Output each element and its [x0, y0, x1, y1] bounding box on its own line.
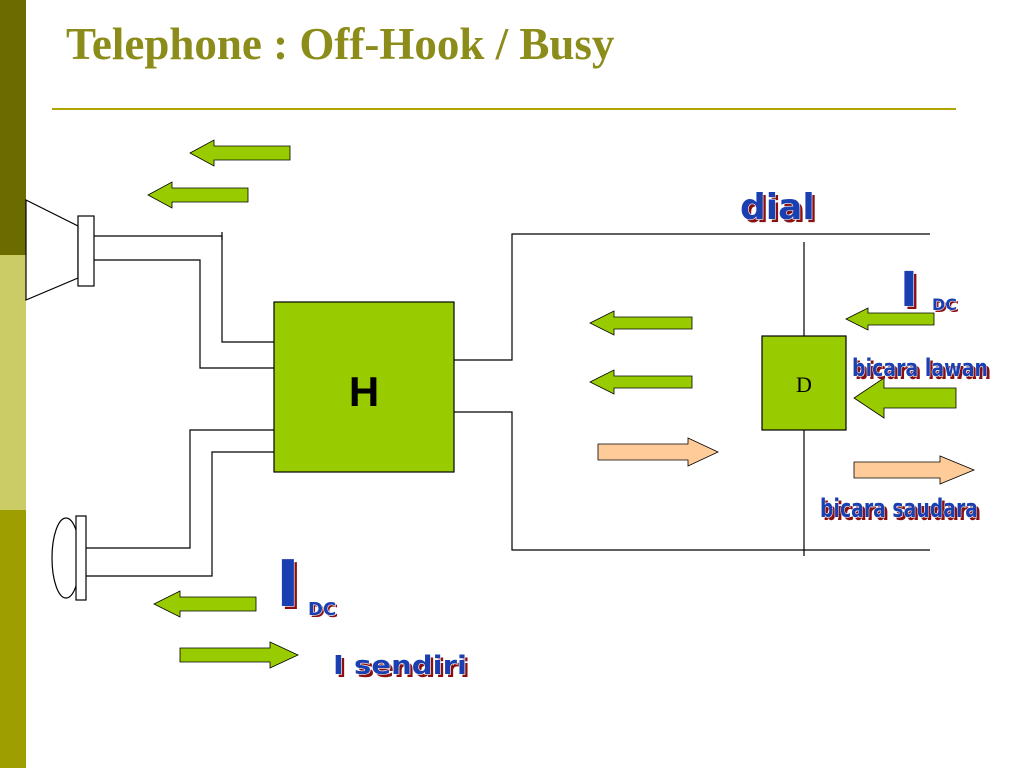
- label-dial-group: dial dial: [739, 186, 818, 231]
- label-idc-right-main: I: [900, 262, 918, 318]
- label-dial-shadow: dial: [743, 190, 818, 231]
- wire-mic-top: [86, 429, 274, 549]
- hybrid-label: H: [349, 368, 379, 415]
- arrow-left-4: [589, 369, 693, 395]
- speaker-icon: [25, 199, 95, 301]
- label-i-sendiri-group: I sendiri I sendiri: [332, 650, 470, 684]
- label-idc-right-sub-shadow: DC: [934, 297, 959, 316]
- arrow-left-1: [189, 139, 291, 167]
- microphone-icon: [51, 515, 87, 601]
- arrow-left-3: [589, 310, 693, 336]
- label-idc-right-sub: DC: [932, 295, 957, 314]
- label-idc-right-main-shadow: I: [903, 265, 921, 321]
- label-dial: dial: [740, 187, 815, 228]
- label-idc-left-group: I I DC DC: [275, 547, 338, 625]
- arrow-left-bicara-lawan: [853, 377, 957, 419]
- label-idc-left-sub-shadow: DC: [310, 601, 338, 622]
- label-idc-left-main: I: [276, 548, 300, 622]
- label-bicara-lawan-group: bicara lawan bicara lawan: [851, 353, 991, 385]
- slide-title: Telephone : Off-Hook / Busy: [66, 19, 615, 69]
- title-underline: [52, 108, 956, 110]
- hybrid-box: [273, 301, 455, 473]
- label-idc-left-sub: DC: [308, 599, 336, 620]
- arrow-right-peach-2: [853, 455, 976, 485]
- label-bicara-saudara: bicara saudara: [820, 494, 978, 524]
- arrow-left-2: [147, 181, 249, 209]
- arrow-left-idc-right: [845, 307, 935, 331]
- wire-line-bottom: [446, 411, 930, 551]
- arrow-left-idc-left: [153, 590, 257, 618]
- label-i-sendiri-shadow: I sendiri: [336, 654, 470, 684]
- label-bicara-lawan-shadow: bicara lawan: [855, 357, 991, 385]
- label-bicara-lawan: bicara lawan: [852, 354, 988, 382]
- dial-box: [761, 335, 847, 431]
- label-bicara-saudara-group: bicara saudara bicara saudara: [819, 493, 981, 527]
- label-idc-right-group: I I DC DC: [899, 261, 959, 321]
- arrow-right-peach-1: [597, 437, 719, 467]
- label-idc-left-main-shadow: I: [279, 551, 303, 625]
- arrow-right-i-sendiri: [179, 641, 299, 669]
- sidebar-band-top: [0, 0, 26, 255]
- wire-speaker-bottom: [94, 259, 274, 369]
- dial-box-label: D: [796, 372, 812, 397]
- wire-line-top: [446, 233, 930, 361]
- label-bicara-saudara-shadow: bicara saudara: [823, 497, 981, 527]
- wire-speaker-top: [94, 235, 282, 343]
- label-i-sendiri: I sendiri: [333, 651, 467, 681]
- sidebar-band-middle: [0, 255, 26, 510]
- wire-mic-bottom: [86, 451, 274, 577]
- sidebar-band-bottom: [0, 510, 26, 768]
